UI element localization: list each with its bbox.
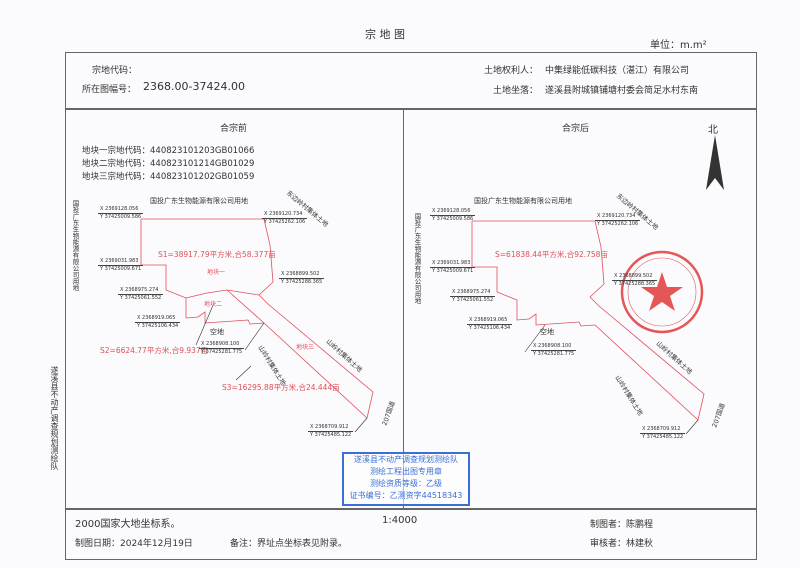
footer-box <box>65 508 757 560</box>
area-s1: S1=38917.79平方米,合58.377亩 <box>158 250 276 259</box>
parcel-2-outline <box>185 289 265 325</box>
area-s3: S3=16295.88平方米,合24.444亩 <box>222 383 340 392</box>
merged-parcel-outline <box>471 220 705 421</box>
location-value: 遂溪县附城镇铺塘村委会简足水村东南 <box>545 86 699 96</box>
owner-label: 土地权利人： <box>484 66 539 76</box>
unit-label: 单位：m.m² <box>650 40 707 51</box>
parcel-3-outline <box>258 294 374 419</box>
leader-lines <box>195 302 699 435</box>
parcel-code-3: 地块三宗地代码：440823101202GB01059 <box>82 172 255 182</box>
sheet-value: 2368.00-37424.00 <box>143 80 245 93</box>
neighbor-north: 国投广东生物能源有限公司用地 <box>150 197 248 205</box>
map-box <box>65 108 757 510</box>
parcel-2-label: 地块二 <box>204 301 223 308</box>
map-title: 宗 地 图 <box>365 28 405 41</box>
drawing-date: 制图日期：2024年12月19日 <box>75 539 193 549</box>
area-s-merged: S=61838.44平方米,合92.758亩 <box>495 250 608 259</box>
parcel-3-label: 地块三 <box>296 344 315 351</box>
stamp-line-4: 证书编号：乙测资字44518343 <box>349 491 463 500</box>
map-scale: 1:4000 <box>382 515 418 526</box>
remark: 备注：界址点坐标表见附录。 <box>230 539 348 549</box>
neighbor-west: 国投广东生物能源有限公司用地 <box>71 200 79 291</box>
location-label: 土地坐落： <box>493 86 539 96</box>
stamp-line-2: 测绘工程出图专用章 <box>370 467 442 476</box>
empty-land-label-right: 空地 <box>540 328 554 336</box>
parcel-code-label: 宗地代码： <box>92 66 138 76</box>
parcel-1-outline <box>140 218 274 299</box>
sheet-label: 所在图幅号： <box>82 85 137 95</box>
drawer: 制图者：陈鹏程 <box>590 520 654 530</box>
stamp-line-1: 遂溪县不动产调查规划测绘队 <box>354 455 458 464</box>
side-organization-text: 遂溪县不动产调查规划测绘队 <box>50 366 59 470</box>
surveying-stamp: 遂溪县不动产调查规划测绘队 测绘工程出图专用章 测绘资质等级：乙级 证书编号：乙… <box>342 452 470 506</box>
red-seal-icon <box>620 250 704 334</box>
parcel-code-1: 地块一宗地代码：440823101203GB01066 <box>82 146 255 156</box>
parcel-1-label: 地块一 <box>207 269 226 276</box>
parcel-code-2: 地块二宗地代码：440823101214GB01029 <box>82 159 255 169</box>
area-s2: S2=6624.77平方米,合9.937亩 <box>100 346 209 355</box>
stamp-line-3: 测绘资质等级：乙级 <box>370 479 442 488</box>
parcel-codes: 地块一宗地代码：440823101203GB01066 地块二宗地代码：4408… <box>82 145 254 184</box>
left-panel-title: 合宗前 <box>220 124 248 134</box>
north-arrow-icon <box>706 135 724 190</box>
checker: 审核者：林建秋 <box>590 539 654 549</box>
owner-value: 中集绿能低碳科技（湛江）有限公司 <box>545 66 690 76</box>
right-parcel <box>471 220 705 421</box>
left-parcels <box>140 218 374 419</box>
header-box <box>65 52 757 110</box>
north-label: 北 <box>708 125 718 136</box>
coordinate-system: 2000国家大地坐标系。 <box>75 519 181 530</box>
neighbor-west-right: 国投广东生物能源有限公司用地 <box>413 213 421 304</box>
neighbor-north-right: 国投广东生物能源有限公司用地 <box>474 197 572 205</box>
empty-land-label: 空地 <box>210 328 224 336</box>
right-panel-title: 合宗后 <box>562 124 590 134</box>
panel-divider <box>403 108 404 508</box>
